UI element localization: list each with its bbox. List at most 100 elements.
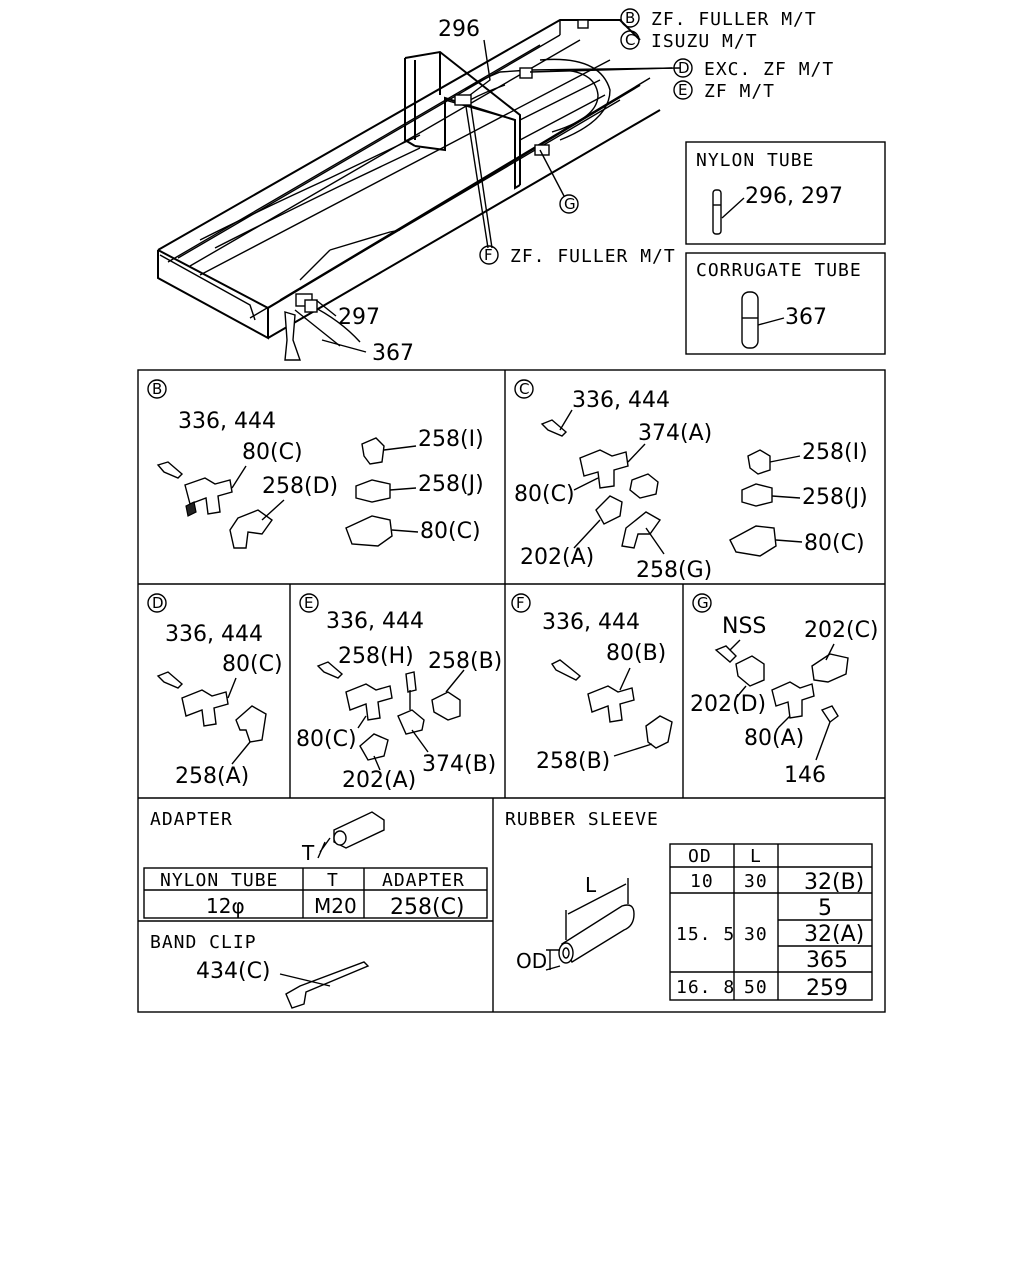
panel-g-nss-label: NSS <box>722 614 766 639</box>
panel-f-elbow-label: 258(B) <box>536 749 610 774</box>
panel-c: C 336, 444 374(A) 80(C) 202(A) 258(G) 25… <box>514 379 868 583</box>
adapter-panel: ADAPTER T NYLON TUBE T ADAPTER 12φ M20 2… <box>143 809 488 920</box>
legend-g-letter: G <box>564 195 576 213</box>
panel-c-block-label: 374(A) <box>638 421 712 446</box>
chassis-overview <box>157 19 681 361</box>
sleeve-row1-od: 10 <box>690 871 714 892</box>
panel-d-bolt-label: 336, 444 <box>165 622 263 647</box>
corrugate-tube-title: CORRUGATE TUBE <box>696 260 862 281</box>
panel-b-tee-label: 80(C) <box>242 440 303 465</box>
corrugate-tube-box: CORRUGATE TUBE 367 <box>685 252 886 355</box>
panel-g-adapter-c-label: 202(C) <box>804 618 879 643</box>
legend-b: B ZF. FULLER M/T <box>620 8 817 30</box>
adapter-title: ADAPTER <box>150 809 233 830</box>
band-clip-title: BAND CLIP <box>150 932 257 953</box>
panel-c-258i-label: 258(I) <box>802 440 868 465</box>
panel-e-nipple-label: 258(H) <box>338 644 414 669</box>
sleeve-row2-l: 30 <box>744 924 768 945</box>
panel-g-adapter-d-label: 202(D) <box>690 692 766 717</box>
legend-e-text: ZF M/T <box>704 81 775 102</box>
panel-f-bolt-label: 336, 444 <box>542 610 640 635</box>
sleeve-header-l: L <box>750 846 762 867</box>
panel-c-258j-label: 258(J) <box>802 485 868 510</box>
panel-b: B 336, 444 80(C) 258(D) 258(I) 258(J) 80… <box>147 379 484 549</box>
panel-g-letter: G <box>697 594 709 612</box>
legend-c: C ISUZU M/T <box>620 30 758 52</box>
panel-d: D 336, 444 80(C) 258(A) <box>147 593 283 789</box>
panel-g: G NSS 202(C) 202(D) 80(A) 146 <box>690 593 879 788</box>
callout-297: 297 <box>338 305 380 330</box>
panel-f-letter: F <box>516 594 525 612</box>
sleeve-row2-part-a: 5 <box>818 896 832 921</box>
panel-c-elbow-label: 258(G) <box>636 558 712 583</box>
panel-c-adapter-label: 202(A) <box>520 545 594 570</box>
nylon-tube-title: NYLON TUBE <box>696 150 814 171</box>
adapter-cell-adapter: 258(C) <box>390 895 465 920</box>
panel-d-letter: D <box>152 594 164 612</box>
legend-f-text: ZF. FULLER M/T <box>510 246 676 267</box>
sleeve-row3-l: 50 <box>744 977 768 998</box>
parts-grid-frame <box>137 369 886 1013</box>
adapter-cell-nylon-tube: 12φ <box>206 894 245 918</box>
legend-c-text: ISUZU M/T <box>651 31 758 52</box>
panel-b-258i-label: 258(I) <box>418 427 484 452</box>
legend-b-letter: B <box>625 9 635 27</box>
sleeve-row1-l: 30 <box>744 871 768 892</box>
nylon-tube-box: NYLON TUBE 296, 297 <box>685 141 886 245</box>
sleeve-header-od: OD <box>688 846 712 867</box>
adapter-header-adapter: ADAPTER <box>382 870 465 891</box>
panel-f: F 336, 444 80(B) 258(B) <box>511 593 673 774</box>
nylon-tube-ref: 296, 297 <box>745 184 843 209</box>
adapter-header-t: T <box>327 870 339 891</box>
adapter-table: NYLON TUBE T ADAPTER 12φ M20 258(C) <box>143 867 488 920</box>
rubber-sleeve-title: RUBBER SLEEVE <box>505 809 659 830</box>
rubber-sleeve-dim-l: L <box>585 873 597 897</box>
panel-e-adapter-label: 202(A) <box>342 768 416 793</box>
panel-b-bolt-label: 336, 444 <box>178 409 276 434</box>
band-clip-panel: BAND CLIP 434(C) <box>150 932 370 1009</box>
panel-e-bolt-label: 336, 444 <box>326 609 424 634</box>
legend-d: D EXC. ZF M/T <box>673 58 834 80</box>
adapter-header-nylon-tube: NYLON TUBE <box>160 870 278 891</box>
panel-c-tee2-label: 80(C) <box>804 531 865 556</box>
panel-e-elbow-label: 258(B) <box>428 649 502 674</box>
panel-b-258j-label: 258(J) <box>418 472 484 497</box>
band-clip-ref: 434(C) <box>196 959 271 984</box>
panel-c-tee-label: 80(C) <box>514 482 575 507</box>
legend-e: E ZF M/T <box>673 80 775 102</box>
panel-b-tee2-label: 80(C) <box>420 519 481 544</box>
sleeve-row3-part: 259 <box>806 976 848 1001</box>
sleeve-row3-od: 16. 8 <box>676 977 735 998</box>
panel-e-letter: E <box>304 594 313 612</box>
rubber-sleeve-panel: RUBBER SLEEVE L OD OD L 10 30 32(B) 15. … <box>505 809 873 1001</box>
panel-e-block-label: 374(B) <box>422 752 496 777</box>
adapter-cell-t: M20 <box>314 894 357 918</box>
legend-f: F ZF. FULLER M/T <box>479 245 676 267</box>
panel-c-bolt-label: 336, 444 <box>572 388 670 413</box>
callout-296: 296 <box>438 17 480 42</box>
panel-g-nut-label: 146 <box>784 763 826 788</box>
panel-d-elbow-label: 258(A) <box>175 764 249 789</box>
panel-e-tee-label: 80(C) <box>296 727 357 752</box>
sleeve-row2-part-c: 365 <box>806 948 848 973</box>
corrugate-tube-ref: 367 <box>785 305 827 330</box>
legend-c-letter: C <box>625 31 635 49</box>
legend-f-letter: F <box>484 246 493 264</box>
legend-b-text: ZF. FULLER M/T <box>651 9 817 30</box>
panel-b-letter: B <box>152 380 162 398</box>
panel-e: E 336, 444 258(H) 258(B) 80(C) 374(B) 20… <box>296 593 502 793</box>
rubber-sleeve-dim-od: OD <box>516 949 547 973</box>
sleeve-row2-od: 15. 5 <box>676 924 735 945</box>
legend-d-text: EXC. ZF M/T <box>704 59 834 80</box>
callout-367: 367 <box>372 341 414 366</box>
panel-f-tee-label: 80(B) <box>606 641 666 666</box>
legend-g: G <box>559 194 579 214</box>
sleeve-row1-part: 32(B) <box>804 870 864 895</box>
panel-d-tee-label: 80(C) <box>222 652 283 677</box>
panel-c-letter: C <box>519 380 529 398</box>
sleeve-row2-part-b: 32(A) <box>804 922 864 947</box>
rubber-sleeve-table: OD L 10 30 32(B) 15. 5 30 5 32(A) 365 16… <box>669 843 873 1001</box>
panel-b-elbow-label: 258(D) <box>262 474 338 499</box>
legend-e-letter: E <box>678 81 687 99</box>
